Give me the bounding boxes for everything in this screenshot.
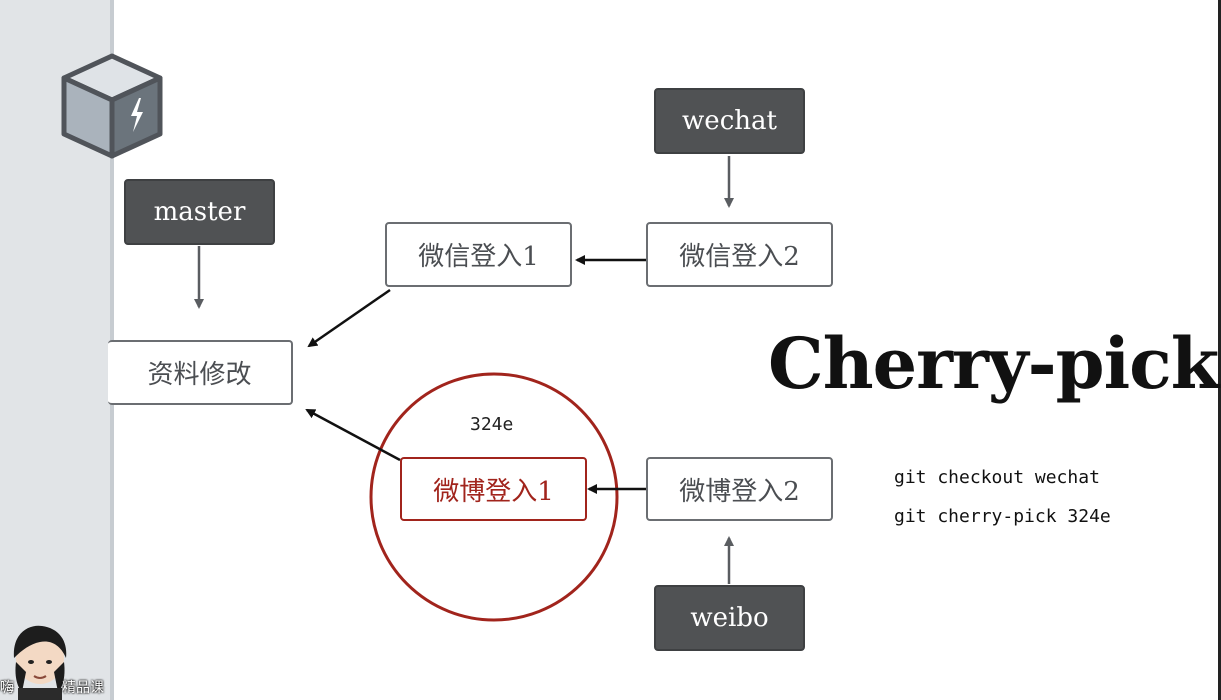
commit-base-label: 资料修改 — [147, 360, 252, 390]
arrow-weibo1-to-base — [305, 408, 401, 462]
cube-lightning-icon — [61, 53, 163, 159]
watermark-text: 精品课 — [62, 680, 104, 696]
highlight-circle — [369, 372, 619, 622]
commit-hash-label: 324e — [470, 414, 514, 435]
commit-weibo-1: 微博登入1 — [400, 457, 587, 521]
commit-weibo-2: 微博登入2 — [646, 457, 833, 521]
branch-weibo-label: weibo — [690, 603, 769, 633]
branch-wechat: wechat — [654, 88, 805, 154]
commit-wechat-1: 微信登入1 — [385, 222, 572, 287]
commit-weibo-2-label: 微博登入2 — [679, 476, 800, 507]
branch-weibo: weibo — [654, 585, 805, 651]
window-edge — [1218, 0, 1221, 700]
slide-title: Cherry-pick — [768, 322, 1219, 405]
branch-wechat-label: wechat — [682, 106, 777, 136]
commit-wechat-2-label: 微信登入2 — [679, 242, 800, 272]
branch-master: master — [124, 179, 275, 245]
watermark-text-left: 嗨 — [0, 680, 14, 696]
presenter-avatar-icon — [13, 625, 67, 700]
branch-master-label: master — [153, 197, 246, 227]
commit-base: 资料修改 — [108, 340, 293, 405]
commit-wechat-2: 微信登入2 — [646, 222, 833, 287]
command-line-1: git checkout wechat — [894, 467, 1100, 488]
commit-weibo-1-label: 微博登入1 — [433, 476, 554, 507]
arrow-wechat1-to-base — [307, 288, 391, 348]
commit-wechat-1-label: 微信登入1 — [418, 242, 539, 272]
command-line-2: git cherry-pick 324e — [894, 506, 1111, 527]
